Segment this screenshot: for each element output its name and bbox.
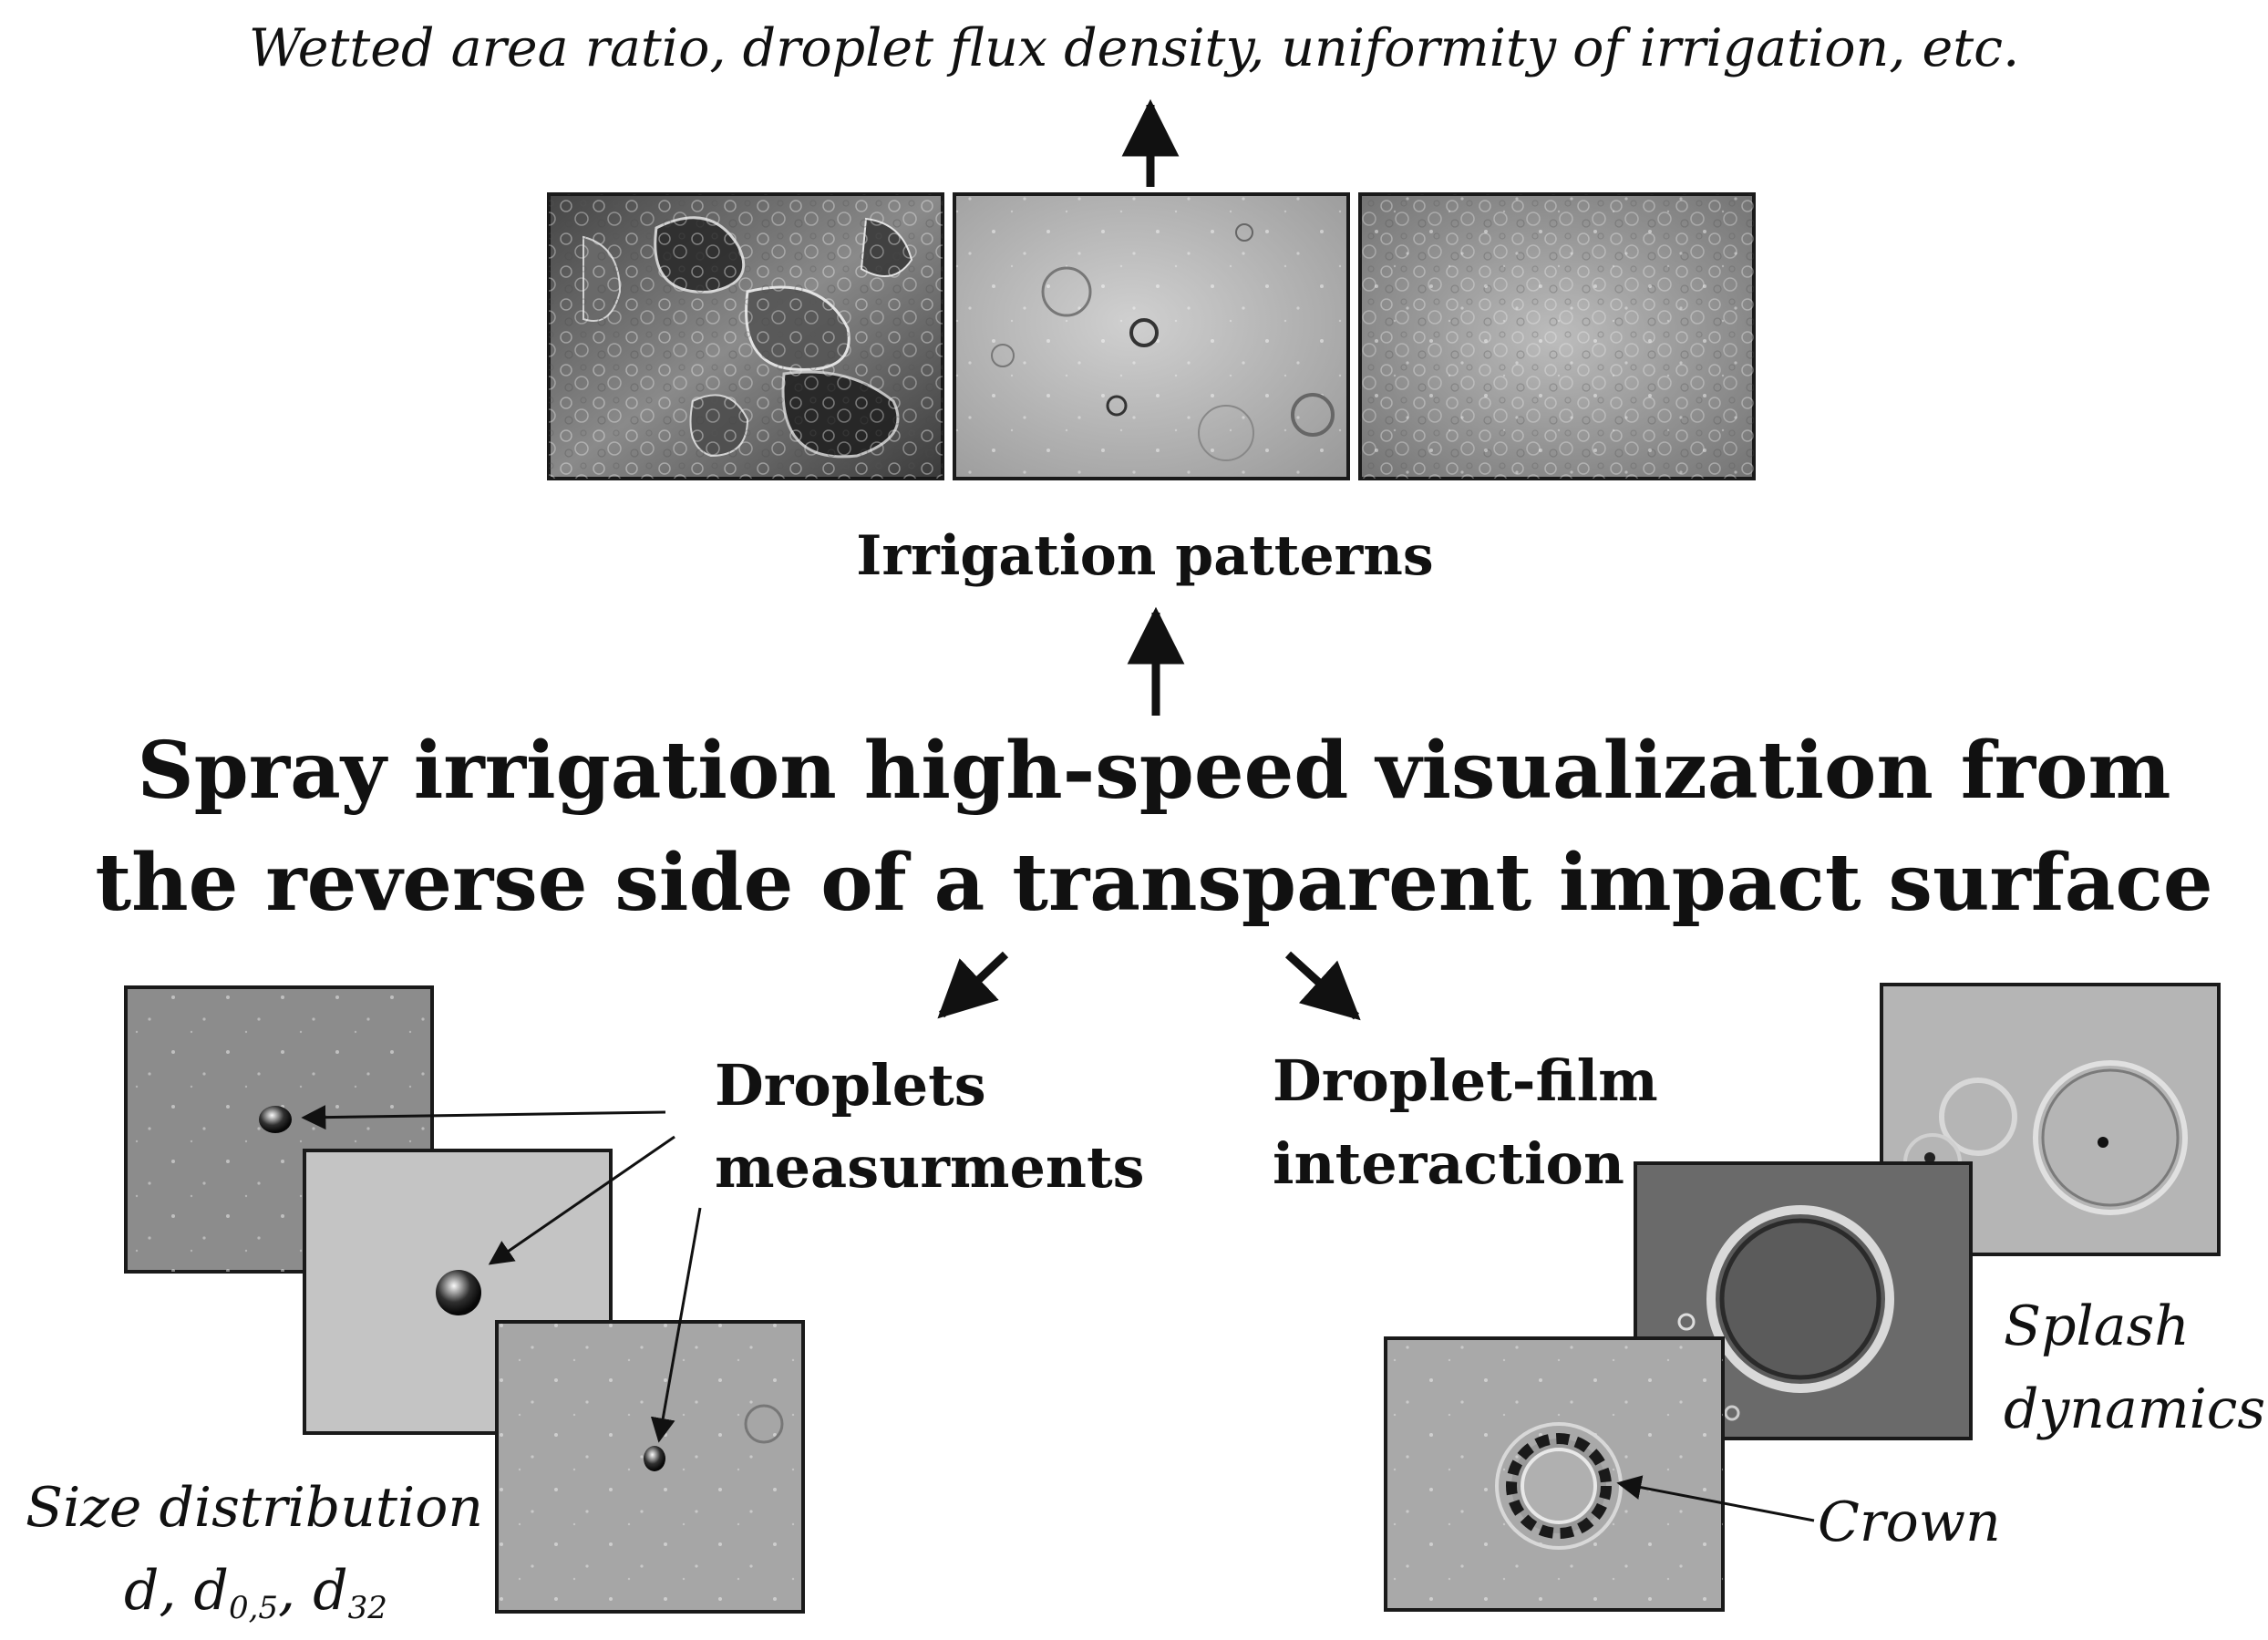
droplets-label-line1: Droplets (715, 1052, 986, 1119)
main-title-line2: the reverse side of a transparent impact… (95, 837, 2212, 929)
main-title-line1: Spray irrigation high-speed visualizatio… (138, 725, 2171, 817)
leader-to-droplet-3 (650, 1207, 702, 1443)
size-distribution-parameters: d, d0,5, d32 (124, 1559, 387, 1626)
droplet-film-label-line2: interaction (1273, 1130, 1624, 1197)
param-sub-32: 32 (348, 1590, 387, 1626)
splash-dynamics-line1: Splash (2004, 1294, 2190, 1358)
outcomes-caption: Wetted area ratio, droplet flux density,… (249, 18, 2019, 78)
irrigation-photo-fine (1358, 192, 1756, 480)
arrow-to-droplets (937, 951, 1009, 1019)
param-sub-0-5: 0,5 (229, 1590, 278, 1626)
irrigation-patterns-label: Irrigation patterns (856, 524, 1433, 588)
size-distribution-caption: Size distribution (26, 1476, 483, 1540)
splash-photo-ring (1634, 1161, 1973, 1440)
arrow-to-droplet-film (1284, 951, 1361, 1021)
param-d: d, d (124, 1559, 229, 1623)
splash-dynamics-line2: dynamics (2004, 1377, 2265, 1441)
droplet-film-label-line1: Droplet-film (1273, 1047, 1658, 1114)
crown-photo (1384, 1336, 1725, 1612)
leader-to-droplet-2 (488, 1135, 675, 1265)
droplets-label-line2: measurments (715, 1134, 1145, 1201)
droplet-photo-3 (495, 1320, 805, 1614)
crown-label: Crown (1818, 1490, 2001, 1554)
leader-to-droplet-1 (301, 1105, 666, 1130)
leader-to-crown (1616, 1475, 1815, 1522)
irrigation-photo-coarse (547, 192, 944, 480)
param-comma: , d (278, 1559, 348, 1623)
irrigation-photo-sparse (953, 192, 1350, 480)
